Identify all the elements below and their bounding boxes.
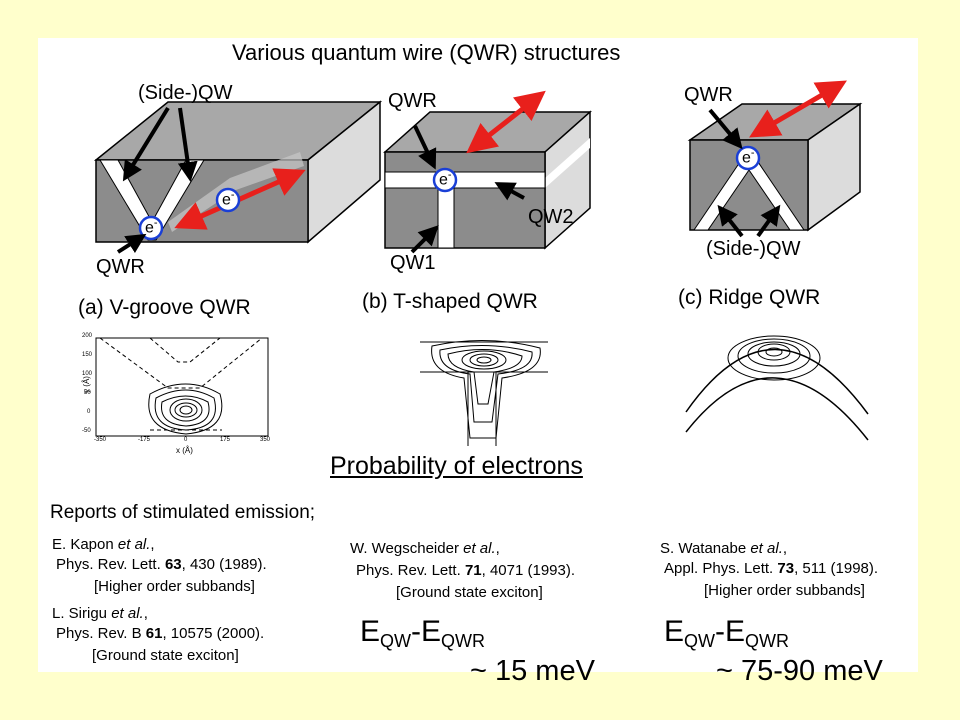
reference-note: [Ground state exciton] xyxy=(92,647,239,664)
v-groove-caption: (a) V-groove QWR xyxy=(78,296,251,319)
plot-xtick: 350 xyxy=(260,437,271,443)
plot-xlabel: x (Å) xyxy=(176,446,193,455)
plot-ytick: 0 xyxy=(87,409,91,415)
t-shaped-front-face xyxy=(384,151,546,249)
plot-ytick: -50 xyxy=(82,428,91,434)
energy-right-expression: EQW-EQWR xyxy=(664,615,790,651)
ridge-probability-plot xyxy=(685,335,869,441)
v-groove-qwr-arrow xyxy=(116,233,147,254)
v-groove-sideqw-arrow-2 xyxy=(177,107,198,182)
ridge-plot-arc xyxy=(685,377,869,441)
plot-contour xyxy=(148,383,223,435)
reference-note: [Higher order subbands] xyxy=(704,582,865,599)
t-shaped-side-stripe xyxy=(545,138,590,188)
plot-xtick: -175 xyxy=(138,437,151,443)
reports-heading: Reports of stimulated emission; xyxy=(50,502,316,523)
t-shaped-qw1-layer xyxy=(437,187,455,249)
ridge-sideqw-arrow-2 xyxy=(756,204,781,238)
v-groove-electron-circle xyxy=(215,187,241,213)
energy-left-expression: EQW-EQWR xyxy=(360,615,486,651)
reference-note: [Ground state exciton] xyxy=(396,584,543,601)
reference-journal-line: Appl. Phys. Lett. 73, 511 (1998). xyxy=(664,560,879,577)
ridge-caption: (c) Ridge QWR xyxy=(678,286,821,309)
t-plot-contour xyxy=(469,353,499,367)
ridge-qwr-arrow xyxy=(708,108,743,150)
ridge-plot-arc xyxy=(685,348,869,415)
t-plot-contour xyxy=(476,356,492,364)
ridge-sideqw-arrow-1 xyxy=(717,204,744,238)
reference-journal-line: Phys. Rev. B 61, 10575 (2000). xyxy=(56,625,265,642)
t-plot-contour xyxy=(431,339,541,439)
plot-ytick: 200 xyxy=(82,333,93,339)
plot-contour xyxy=(179,405,193,415)
plot-xtick: -350 xyxy=(94,437,107,443)
probability-label: Probability of electrons xyxy=(330,452,583,480)
ridge-side-qw-label: (Side-)QW xyxy=(706,238,801,260)
plot-ytick: 100 xyxy=(82,371,93,377)
reference-journal-line: Phys. Rev. Lett. 63, 430 (1989). xyxy=(56,556,267,573)
t-plot-contour xyxy=(439,345,533,423)
v-groove-sideqw-arrow-1 xyxy=(122,106,170,182)
t-shaped-qw2-label: QW2 xyxy=(528,206,574,228)
ridge-transport-arrow xyxy=(749,80,847,138)
t-shaped-transport-arrow xyxy=(466,90,546,154)
t-shaped-qw2-arrow xyxy=(494,182,525,201)
ridge-plot-contour xyxy=(757,343,791,361)
plot-contour xyxy=(154,389,216,431)
reference-note: [Higher order subbands] xyxy=(94,578,255,595)
plot-xtick: 0 xyxy=(184,437,188,443)
page-title: Various quantum wire (QWR) structures xyxy=(232,40,621,65)
ridge-plot-contour xyxy=(765,347,783,357)
ridge-electron-label: e- xyxy=(742,147,755,167)
energy-right-value: ~ 75-90 meV xyxy=(716,655,883,687)
plot-frame xyxy=(95,337,269,437)
t-shaped-qwr-label: QWR xyxy=(388,90,437,112)
v-groove-structure xyxy=(93,100,383,254)
t-shaped-qw2-layer xyxy=(384,171,546,189)
reference-author-line: S. Watanabe et al., xyxy=(660,540,788,557)
plot-ytick: 50 xyxy=(84,390,91,396)
t-shaped-qwr-arrow xyxy=(413,125,437,170)
t-plot-contour xyxy=(461,350,507,370)
t-shaped-caption: (b) T-shaped QWR xyxy=(362,290,538,313)
plot-dashed-inner xyxy=(149,337,221,363)
reference-author-line: E. Kapon et al., xyxy=(52,536,155,553)
ridge-plot-contour xyxy=(727,335,821,381)
t-shaped-structure xyxy=(383,90,592,254)
plot-xtick: 175 xyxy=(220,437,231,443)
v-groove-qwr-electron-circle xyxy=(138,215,164,241)
reference-author-line: L. Sirigu et al., xyxy=(52,605,148,622)
energy-left-value: ~ 15 meV xyxy=(470,655,595,687)
t-shaped-probability-plot xyxy=(420,339,548,446)
t-plot-contour xyxy=(447,348,523,405)
ridge-qwr-label: QWR xyxy=(684,84,733,106)
ridge-structure xyxy=(687,80,863,238)
reference-journal-line: Phys. Rev. Lett. 71, 4071 (1993). xyxy=(356,562,576,579)
ridge-plot-contour xyxy=(747,341,801,367)
t-shaped-qw1-label: QW1 xyxy=(390,252,436,274)
plot-dashed-outer xyxy=(99,337,263,389)
plot-contour xyxy=(174,402,198,418)
plot-contour xyxy=(169,398,203,422)
ridge-electron-circle xyxy=(735,145,761,171)
v-groove-side-qw-label: (Side-)QW xyxy=(138,82,233,104)
t-shaped-electron-label: e- xyxy=(439,169,452,189)
v-groove-electron-label: e- xyxy=(222,189,235,209)
v-groove-probability-plot xyxy=(95,337,269,437)
v-groove-qwr-label: QWR xyxy=(96,256,145,278)
ridge-plot-contour xyxy=(737,338,811,374)
plot-ytick: 150 xyxy=(82,352,93,358)
plot-contour xyxy=(161,395,210,427)
t-shaped-qw1-arrow xyxy=(410,225,439,254)
reference-author-line: W. Wegscheider et al., xyxy=(350,540,500,557)
t-shaped-electron-circle xyxy=(432,167,458,193)
v-groove-qwr-electron-label: e- xyxy=(145,217,158,237)
